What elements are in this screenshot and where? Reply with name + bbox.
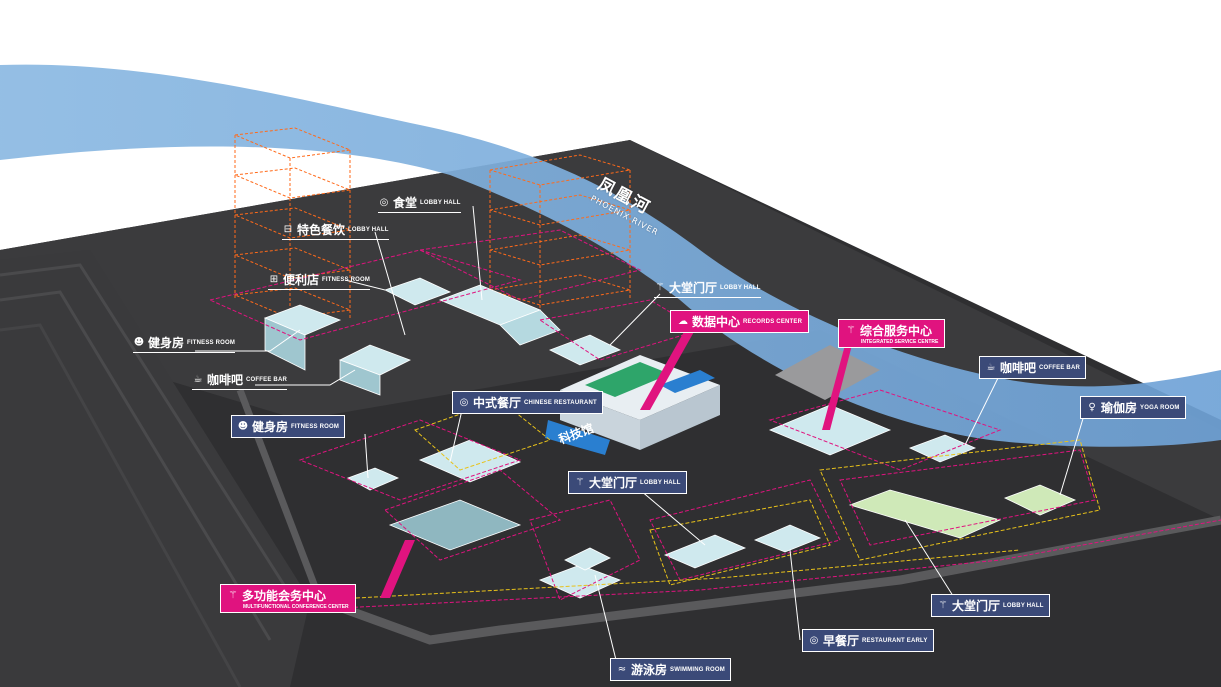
label-cn: 便利店: [283, 273, 320, 287]
label-canteen[interactable]: ◎ 食堂 LOBBY HALL: [378, 194, 461, 213]
lobby-icon: ⚚: [655, 281, 665, 293]
terrain-step-2: [0, 290, 272, 641]
pink-leaders: [380, 330, 852, 598]
label-en: INTEGRATED SERVICE CENTRE: [861, 339, 939, 345]
lobby-icon: ⚚: [938, 599, 948, 611]
label-en: MULTIFUNCTIONAL CONFERENCE CENTER: [243, 604, 349, 610]
label-en: CHINESE RESTAURANT: [524, 399, 597, 406]
label-cn: 中式餐厅: [473, 396, 522, 410]
lobby-icon: ⚚: [575, 476, 585, 488]
ground-upper: [0, 140, 1221, 520]
label-gym-lower[interactable]: ☻ 健身房 FITNESS ROOM: [231, 415, 346, 438]
label-cn: 早餐厅: [823, 634, 860, 648]
label-cn: 大堂门厅: [589, 476, 638, 490]
label-en: FITNESS ROOM: [322, 276, 371, 283]
label-cn: 瑜伽房: [1101, 401, 1138, 415]
tower-right: [489, 154, 631, 320]
grey-block: [775, 345, 880, 400]
label-en: RESTAURANT EARLY: [862, 637, 928, 644]
label-lobby-center[interactable]: ⚚ 大堂门厅 LOBBY HALL: [568, 471, 687, 494]
coffee-icon: ☕: [193, 373, 203, 385]
tower-left: [233, 127, 352, 330]
bowl-icon: ◎: [459, 396, 469, 408]
label-cn: 游泳房: [631, 663, 668, 677]
label-en: LOBBY HALL: [720, 284, 761, 291]
dumbbell-icon: ☻: [237, 420, 249, 432]
label-breakfast[interactable]: ◎ 早餐厅 RESTAURANT EARLY: [802, 629, 934, 652]
terrain-step-3: [0, 323, 242, 687]
yoga-icon: ♀: [1088, 401, 1096, 413]
label-service-center[interactable]: ⚚ 综合服务中心 INTEGRATED SERVICE CENTRE: [838, 319, 946, 348]
label-yoga[interactable]: ♀ 瑜伽房 YOGA ROOM: [1080, 396, 1186, 419]
label-conference[interactable]: ⚚ 多功能会务中心 MULTIFUNCTIONAL CONFERENCE CEN…: [220, 584, 356, 613]
label-en: SWIMMING ROOM: [670, 666, 725, 673]
label-coffee-upper[interactable]: ☕ 咖啡吧 COFFEE BAR: [192, 371, 288, 390]
label-cn: 多功能会务中心: [242, 589, 327, 603]
label-cn: 健身房: [252, 420, 289, 434]
store-icon: ⊞: [269, 273, 279, 285]
dish-icon: ⊟: [283, 223, 293, 235]
label-cn: 特色餐饮: [297, 223, 346, 237]
label-lobby-upper[interactable]: ⚚ 大堂门厅 LOBBY HALL: [654, 279, 761, 298]
zone-outlines-lower: [298, 389, 1221, 611]
swim-icon: ≈: [617, 663, 627, 675]
label-chinese-restaurant[interactable]: ◎ 中式餐厅 CHINESE RESTAURANT: [452, 391, 603, 414]
road: [318, 515, 1221, 645]
label-en: FITNESS ROOM: [187, 339, 236, 346]
conference-icon: ⚚: [228, 589, 238, 601]
label-cn: 大堂门厅: [669, 281, 718, 295]
label-cn: 食堂: [393, 196, 418, 210]
label-cn: 咖啡吧: [207, 373, 244, 387]
bowl-icon: ◎: [379, 196, 389, 208]
lower-buildings: [347, 404, 1077, 599]
breakfast-icon: ◎: [809, 634, 819, 646]
label-en: RECORDS CENTER: [743, 318, 803, 325]
label-en: LOBBY HALL: [640, 479, 681, 486]
dumbbell-icon: ☻: [133, 336, 145, 348]
leader-lines: [195, 205, 1086, 669]
label-cn: 数据中心: [692, 315, 741, 329]
label-gym-upper[interactable]: ☻ 健身房 FITNESS ROOM: [133, 334, 236, 353]
label-cn: 咖啡吧: [1000, 361, 1037, 375]
upper-buildings: [263, 277, 621, 396]
label-coffee-right[interactable]: ☕ 咖啡吧 COFFEE BAR: [979, 356, 1087, 379]
label-en: COFFEE BAR: [246, 376, 288, 383]
label-data-center[interactable]: ☁ 数据中心 RECORDS CENTER: [670, 310, 810, 333]
label-en: COFFEE BAR: [1039, 364, 1081, 371]
service-icon: ⚚: [846, 324, 856, 336]
label-cn: 大堂门厅: [952, 599, 1001, 613]
label-cn: 综合服务中心: [860, 324, 933, 338]
label-en: LOBBY HALL: [1003, 602, 1044, 609]
label-en: FITNESS ROOM: [291, 423, 340, 430]
label-convenience-store[interactable]: ⊞ 便利店 FITNESS ROOM: [268, 271, 371, 290]
cloud-icon: ☁: [678, 315, 688, 327]
label-cn: 健身房: [148, 336, 185, 350]
label-lobby-right[interactable]: ⚚ 大堂门厅 LOBBY HALL: [931, 594, 1050, 617]
label-en: LOBBY HALL: [420, 199, 461, 206]
label-special-dining[interactable]: ⊟ 特色餐饮 LOBBY HALL: [282, 221, 389, 240]
coffee-icon: ☕: [986, 361, 996, 373]
terrain-step-1: [0, 263, 302, 611]
label-swimming[interactable]: ≈ 游泳房 SWIMMING ROOM: [610, 658, 731, 681]
label-en: YOGA ROOM: [1140, 404, 1180, 411]
label-en: LOBBY HALL: [348, 226, 389, 233]
